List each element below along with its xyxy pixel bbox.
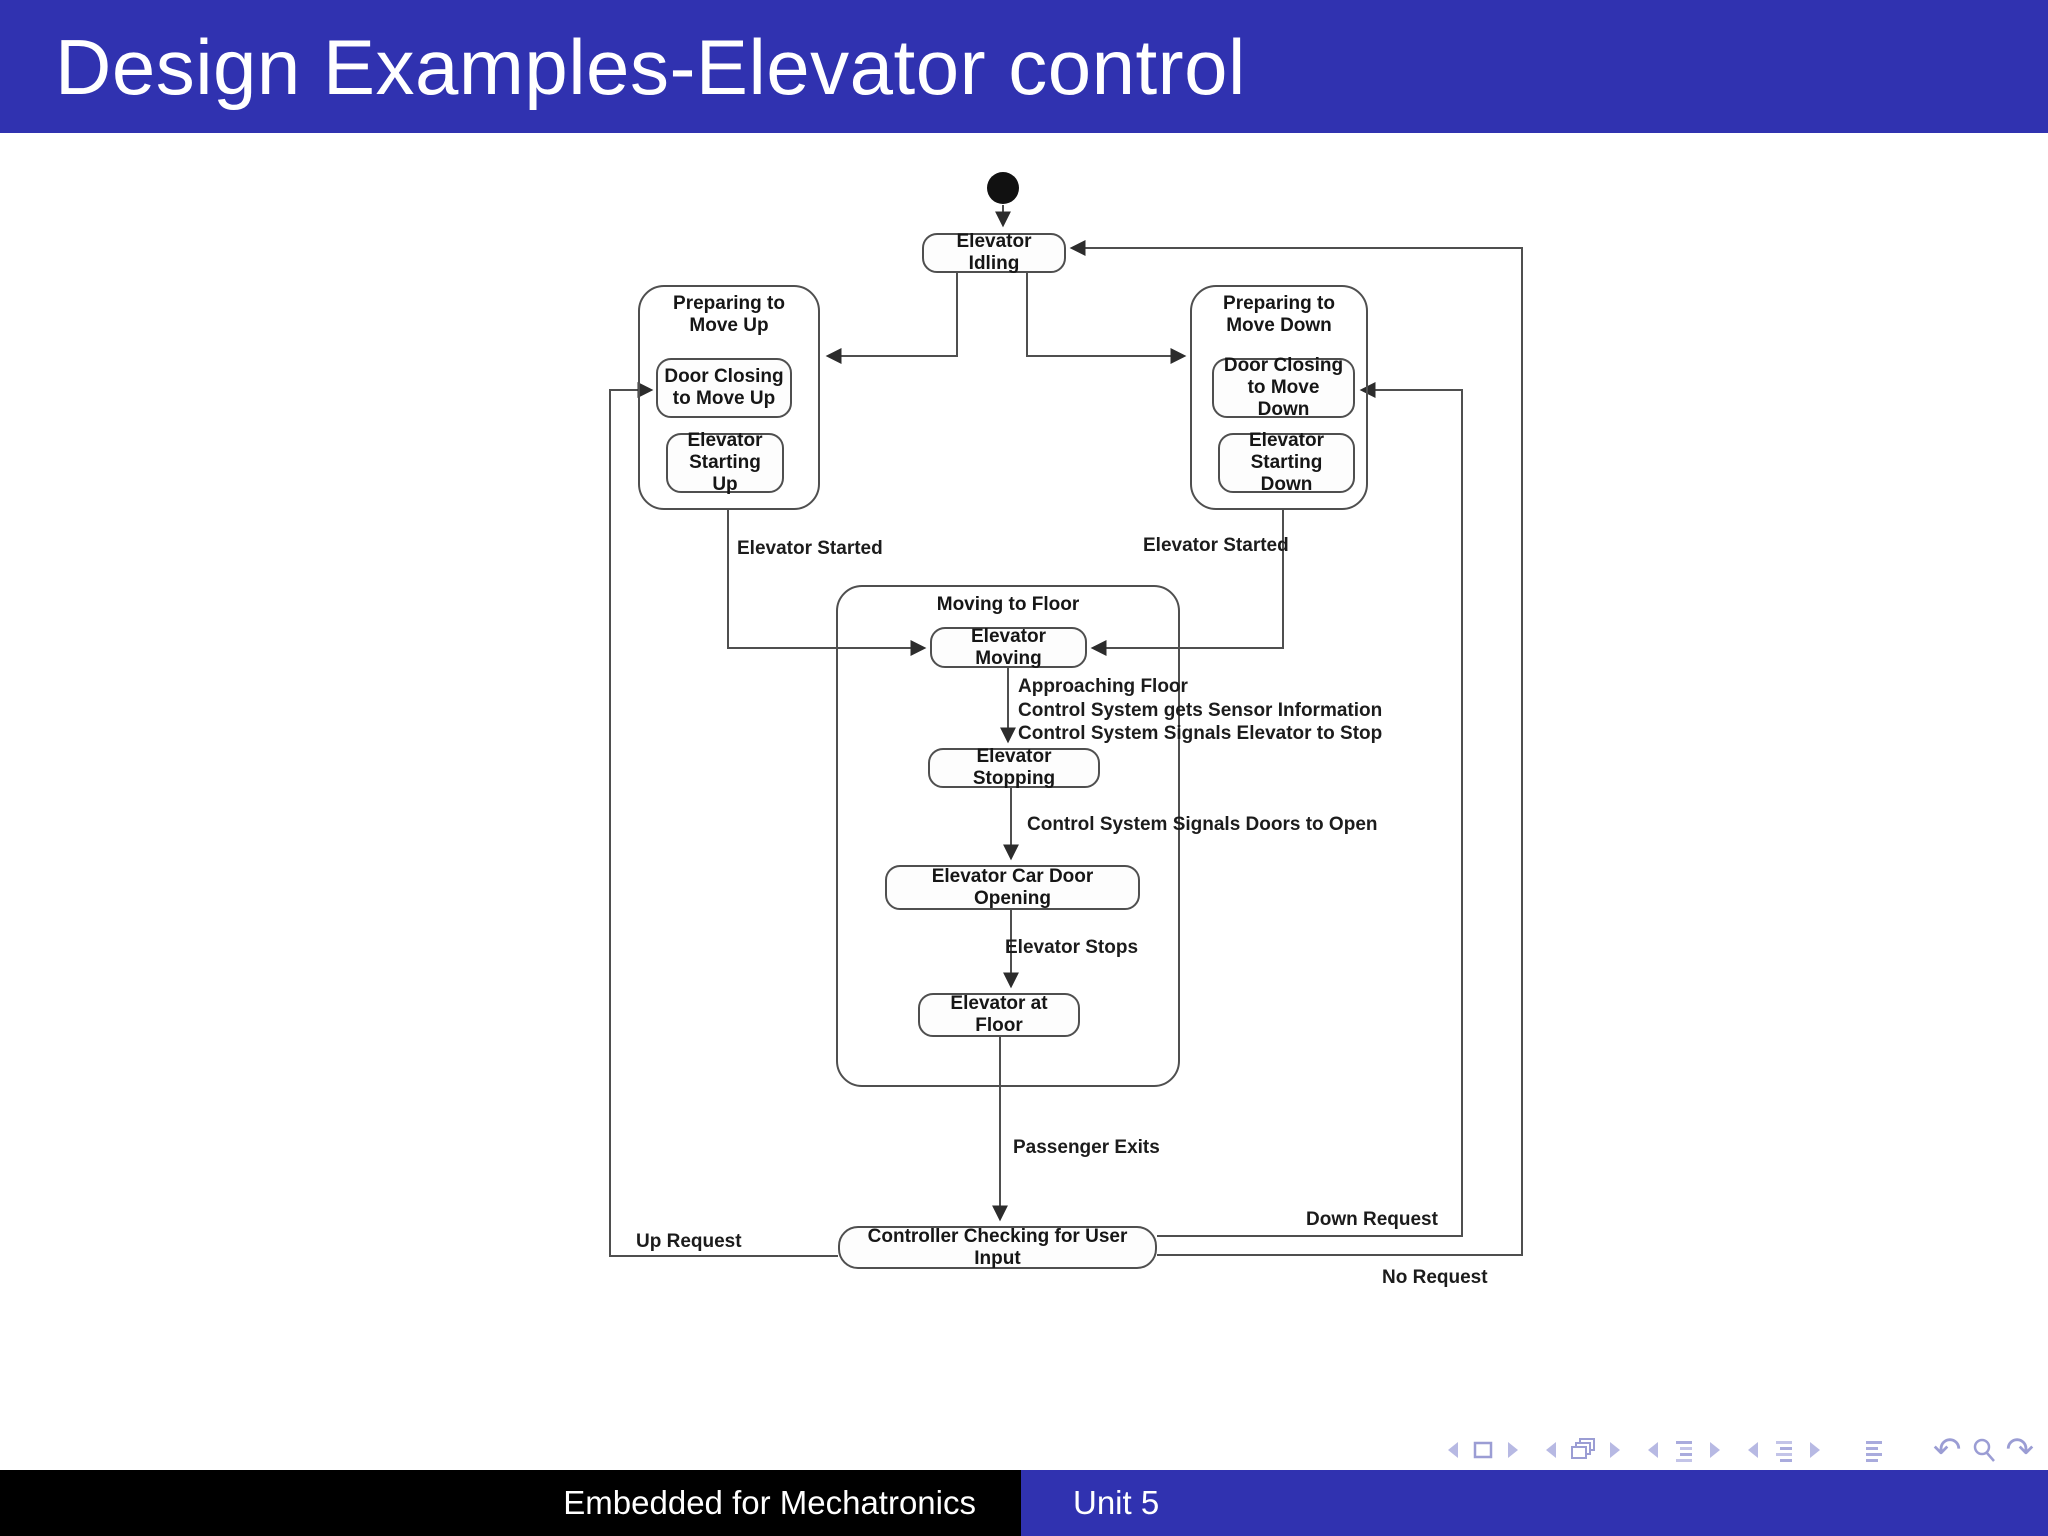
frameset-icon[interactable] bbox=[1569, 1437, 1597, 1463]
state-door-closing-to-move-up: Door Closing to Move Up bbox=[656, 358, 792, 418]
state-controller-checking-for-user-input: Controller Checking for User Input bbox=[838, 1226, 1157, 1269]
transition-label-no-request: No Request bbox=[1382, 1267, 1488, 1288]
frameset-forward-icon[interactable] bbox=[1605, 1438, 1625, 1462]
footer-course-title: Embedded for Mechatronics bbox=[563, 1484, 976, 1521]
initial-state-dot bbox=[987, 172, 1019, 204]
transition-label-elevator-stops: Elevator Stops bbox=[1005, 937, 1139, 958]
transition-label-down-request: Down Request bbox=[1306, 1209, 1438, 1230]
state-elevator-moving: Elevator Moving bbox=[930, 626, 1087, 669]
beamer-navigation-bar: ↶ ↷ bbox=[1443, 1433, 2034, 1467]
slide-footer-bar: Embedded for Mechatronics Unit 5 bbox=[0, 1470, 2048, 1536]
composite-state-moving-to-floor bbox=[836, 585, 1180, 1087]
transition-label-up-request: Up Request bbox=[636, 1231, 742, 1252]
transition-label-elevator-started-left: Elevator Started bbox=[737, 538, 883, 559]
state-elevator-at-floor: Elevator at Floor bbox=[918, 993, 1080, 1037]
transition-label-elevator-started-right: Elevator Started bbox=[1143, 535, 1289, 556]
composite-title-moving-to-floor: Moving to Floor bbox=[936, 594, 1080, 615]
state-elevator-stopping: Elevator Stopping bbox=[928, 746, 1100, 789]
composite-title-preparing-to-move-up: Preparing to Move Up bbox=[673, 293, 785, 336]
document-icon[interactable] bbox=[1861, 1438, 1887, 1462]
frame-icon[interactable] bbox=[1471, 1438, 1495, 1462]
section-forward-icon[interactable] bbox=[1705, 1438, 1725, 1462]
state-door-closing-to-move-down: Door Closing to Move Down bbox=[1212, 355, 1355, 420]
subsection-icon[interactable] bbox=[1771, 1438, 1797, 1462]
transition-label-doors-to-open: Control System Signals Doors to Open bbox=[1027, 814, 1378, 835]
section-icon[interactable] bbox=[1671, 1438, 1697, 1462]
state-elevator-car-door-opening: Elevator Car Door Opening bbox=[885, 865, 1140, 910]
slide-header-bar: Design Examples-Elevator control bbox=[0, 0, 2048, 133]
frameset-back-icon[interactable] bbox=[1541, 1438, 1561, 1462]
footer-unit-box: Unit 5 bbox=[1021, 1470, 2048, 1536]
subsection-back-icon[interactable] bbox=[1743, 1438, 1763, 1462]
slide-back-icon[interactable] bbox=[1443, 1438, 1463, 1462]
search-icon[interactable] bbox=[1970, 1436, 1998, 1464]
composite-title-preparing-to-move-down: Preparing to Move Down bbox=[1223, 293, 1335, 336]
transition-label-approaching-floor-line1: Approaching Floor bbox=[1018, 676, 1188, 697]
transition-label-approaching-floor-line2: Control System gets Sensor Information bbox=[1018, 700, 1383, 721]
slide-title: Design Examples-Elevator control bbox=[55, 23, 1246, 111]
footer-unit-label: Unit 5 bbox=[1073, 1484, 1160, 1521]
subsection-forward-icon[interactable] bbox=[1805, 1438, 1825, 1462]
footer-course-box: Embedded for Mechatronics bbox=[0, 1470, 1021, 1536]
undo-icon[interactable]: ↶ bbox=[1933, 1431, 1962, 1469]
transition-label-approaching-floor-line3: Control System Signals Elevator to Stop bbox=[1018, 723, 1383, 744]
slide-forward-icon[interactable] bbox=[1503, 1438, 1523, 1462]
state-elevator-starting-up: Elevator Starting Up bbox=[666, 430, 784, 495]
redo-icon[interactable]: ↷ bbox=[2005, 1431, 2035, 1469]
section-back-icon[interactable] bbox=[1643, 1438, 1663, 1462]
state-elevator-idling: Elevator Idling bbox=[922, 231, 1066, 274]
transition-label-passenger-exits: Passenger Exits bbox=[1013, 1137, 1160, 1158]
state-elevator-starting-down: Elevator Starting Down bbox=[1218, 430, 1355, 495]
